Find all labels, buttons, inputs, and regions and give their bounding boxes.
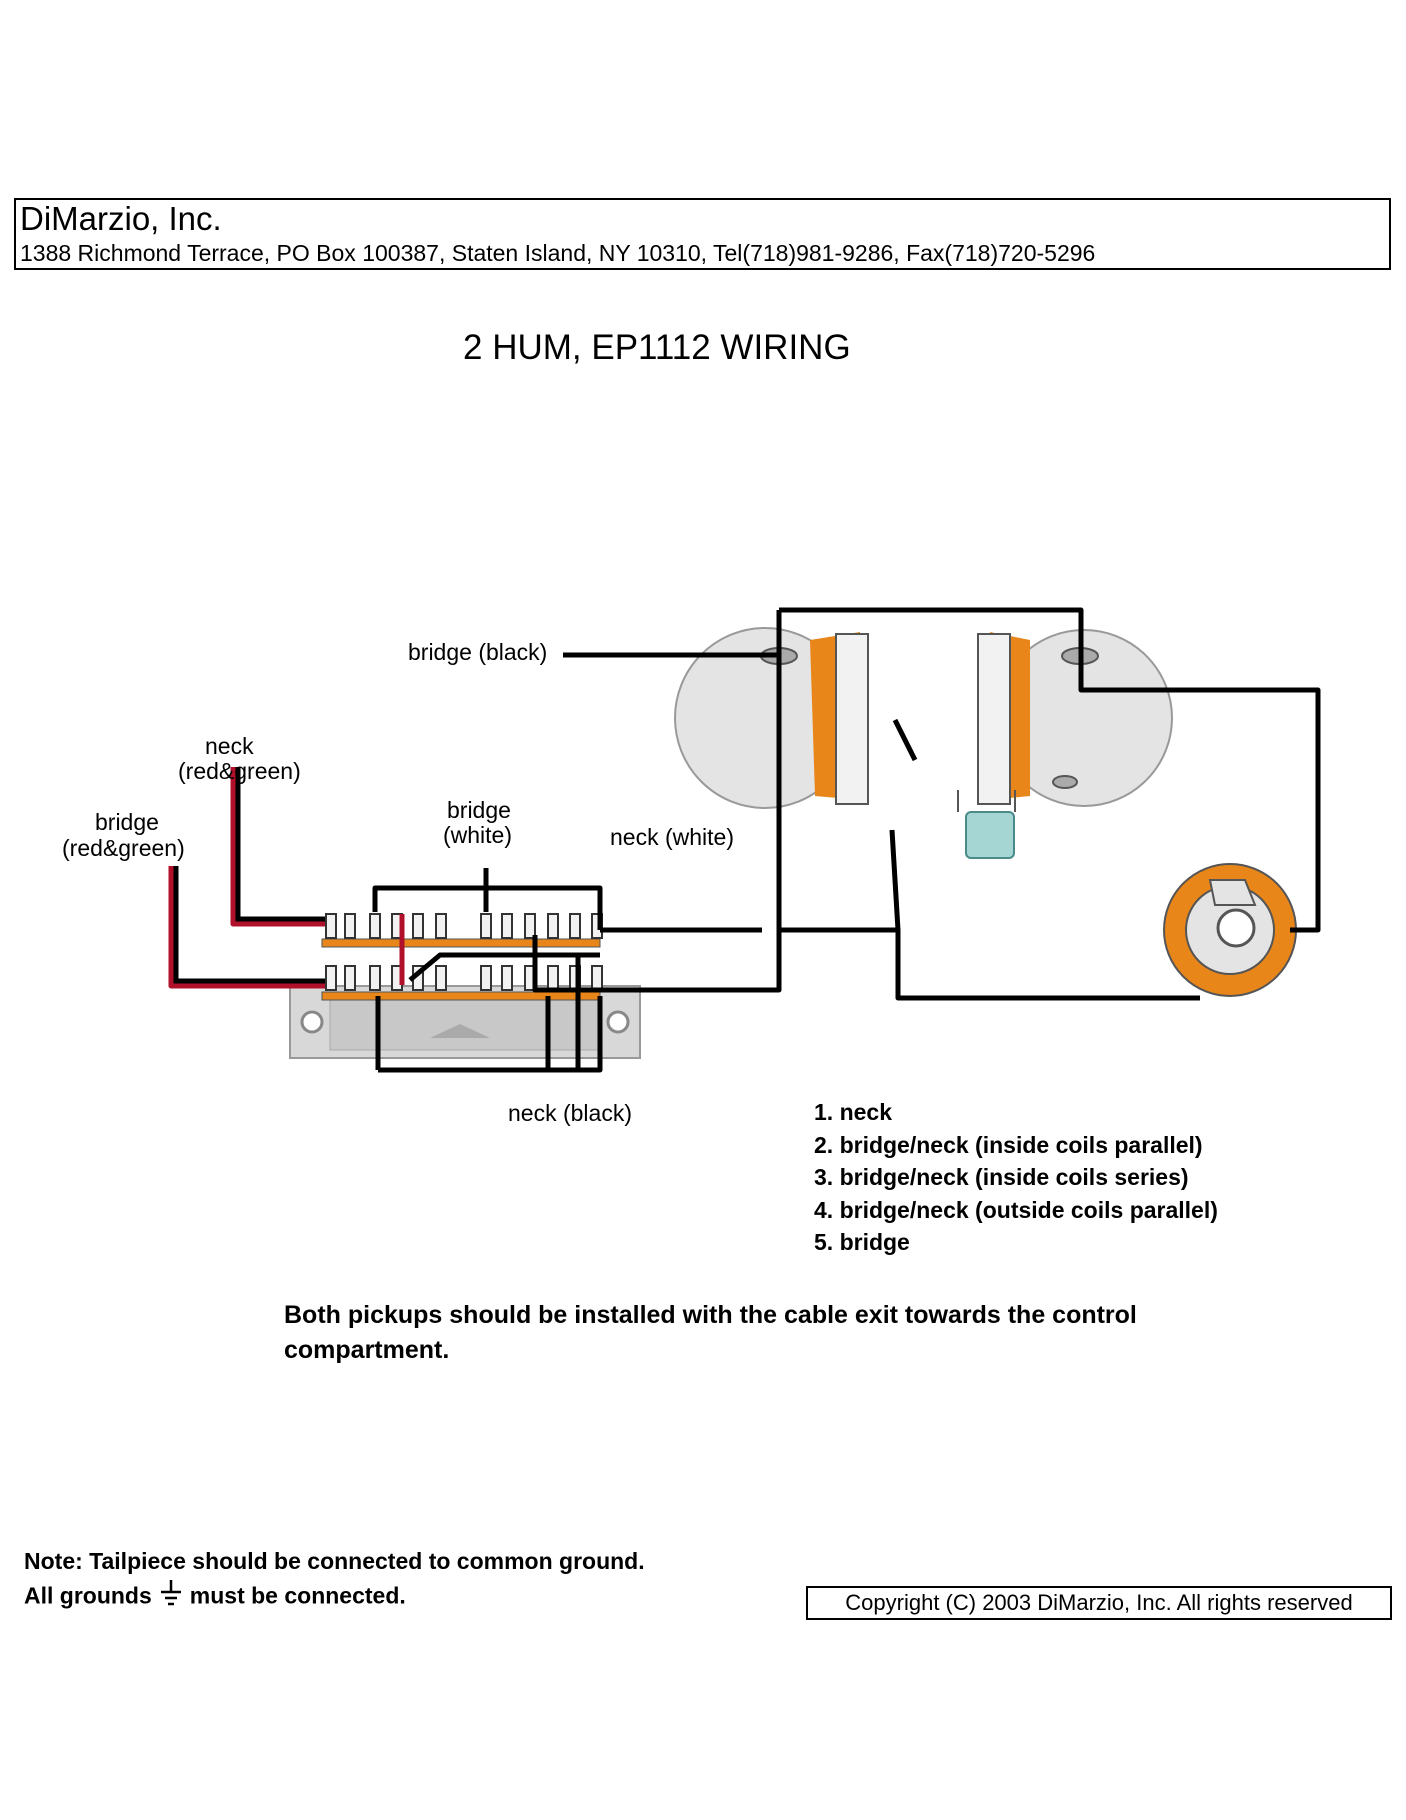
switch-terminals (321, 913, 603, 1001)
label-neck-rg-2: (red&green) (178, 758, 301, 784)
company-name: DiMarzio, Inc. (20, 200, 222, 237)
ground-note-after: must be connected. (189, 1582, 406, 1609)
tone-capacitor (957, 790, 1016, 859)
ground-note: Note: Tailpiece should be connected to c… (24, 1545, 645, 1617)
label-neck-rg-1: neck (205, 733, 254, 759)
ground-note-line1: Note: Tailpiece should be connected to c… (24, 1548, 645, 1574)
label-bridge-rg-1: bridge (95, 809, 159, 835)
label-bridge-rg-2: (red&green) (62, 835, 185, 861)
install-note: Both pickups should be installed with th… (284, 1301, 1137, 1364)
label-bridge-white-2: (white) (443, 822, 512, 848)
wires (372, 607, 1321, 1073)
ground-note-line2: All grounds must be connected. (24, 1578, 645, 1617)
label-neck-white: neck (white) (610, 824, 734, 850)
position-2: 2. bridge/neck (inside coils parallel) (814, 1131, 1203, 1158)
position-1: 1. neck (814, 1099, 892, 1125)
position-5: 5. bridge (814, 1229, 910, 1255)
position-4: 4. bridge/neck (outside coils parallel) (814, 1196, 1218, 1223)
ground-icon (158, 1578, 184, 1617)
red-green-wires (168, 767, 405, 989)
output-jack (1163, 863, 1297, 997)
switch-positions-list: 1. neck 2. bridge/neck (inside coils par… (814, 1096, 1218, 1259)
position-3: 3. bridge/neck (inside coils series) (814, 1164, 1189, 1190)
tone-pot (977, 629, 1173, 807)
ground-note-before: All grounds (24, 1582, 152, 1609)
label-bridge-white-1: bridge (447, 797, 511, 823)
volume-pot (674, 627, 869, 809)
copyright-box: Copyright (C) 2003 DiMarzio, Inc. All ri… (806, 1586, 1392, 1620)
company-header: DiMarzio, Inc. 1388 Richmond Terrace, PO… (14, 198, 1391, 270)
diagram-title: 2 HUM, EP1112 WIRING (463, 328, 851, 367)
company-address: 1388 Richmond Terrace, PO Box 100387, St… (20, 240, 1096, 266)
label-neck-black: neck (black) (508, 1100, 632, 1126)
label-bridge-black: bridge (black) (408, 639, 547, 665)
